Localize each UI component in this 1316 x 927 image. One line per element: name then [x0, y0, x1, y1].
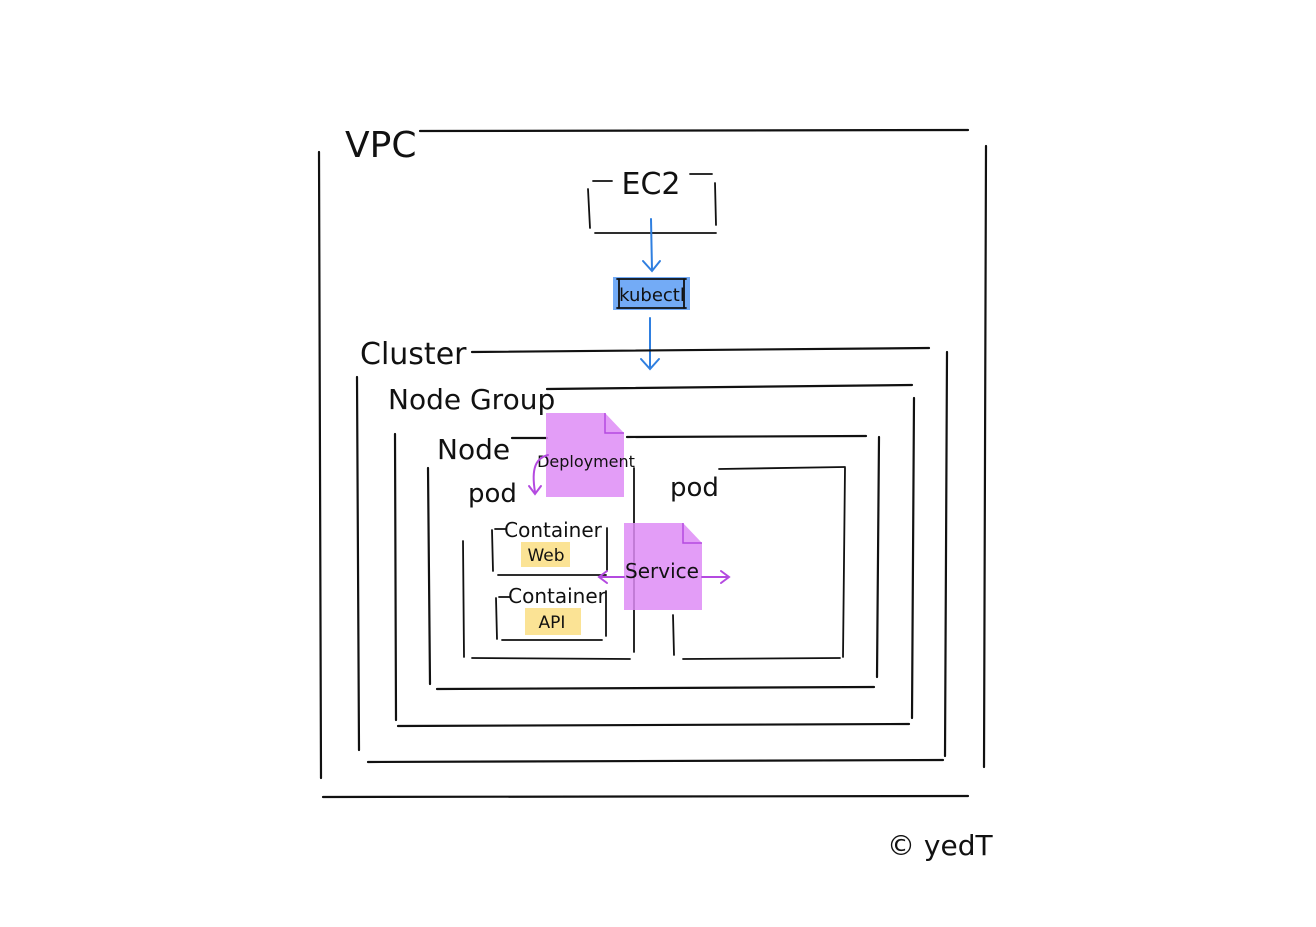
ec2-to-kubectl-arrow — [642, 218, 661, 273]
cluster-label: Cluster — [360, 337, 467, 372]
deployment-to-pod-arrow — [528, 454, 549, 496]
vpc-label: VPC — [345, 125, 416, 166]
copyright-label: © yedT — [887, 829, 993, 862]
container-web-box — [491, 527, 608, 576]
pod-right-label: pod — [670, 473, 719, 503]
service-arrows — [597, 570, 731, 584]
ec2-box — [587, 173, 717, 234]
kubectl-box — [613, 277, 690, 310]
node-box — [426, 434, 881, 691]
vpc-box — [317, 128, 988, 799]
deployment-label: Deployment — [537, 452, 635, 471]
node-label: Node — [437, 433, 510, 466]
kubectl-to-cluster-arrow — [640, 317, 660, 371]
web-tag: Web — [527, 546, 564, 566]
node-group-box — [393, 383, 916, 728]
container-api-box — [495, 590, 607, 641]
service-label: Service — [625, 559, 699, 583]
api-tag: API — [539, 613, 566, 633]
deployment-document-icon — [546, 413, 624, 497]
pod-left-label: pod — [468, 479, 517, 509]
kubectl-label: kubectl — [619, 285, 685, 306]
ec2-label: EC2 — [622, 167, 681, 202]
cluster-box — [355, 346, 949, 764]
pod-right-box — [672, 466, 846, 660]
container-web-label: Container — [504, 518, 603, 542]
container-api-label: Container — [508, 584, 607, 608]
node-group-label: Node Group — [388, 383, 555, 416]
service-document-icon — [624, 523, 702, 610]
